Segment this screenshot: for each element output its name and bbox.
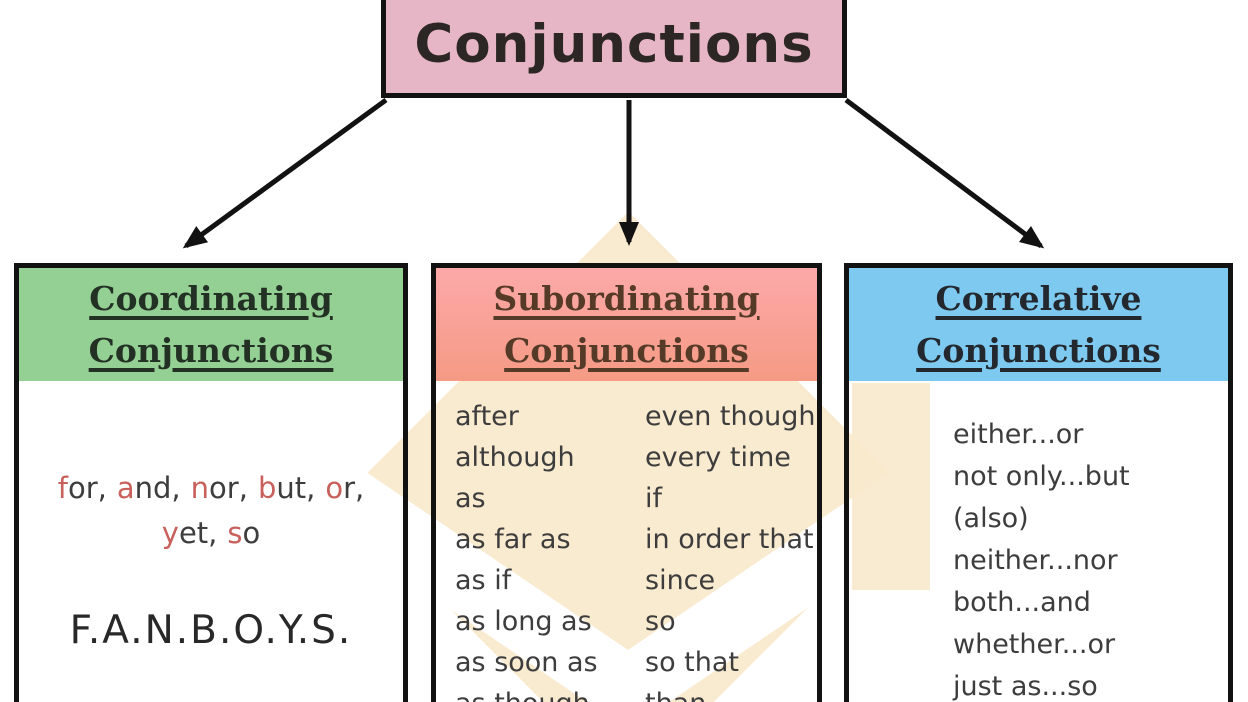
fanboys-highlight-letter: s <box>227 516 243 550</box>
subordinating-column-2: even though every time if in order that sinc… <box>645 396 817 702</box>
correlative-pair: not only...but <box>953 461 1130 492</box>
fanboys-word: but, <box>257 471 316 505</box>
correlative-pair: neither...nor <box>953 545 1118 576</box>
fanboys-acronym: F.A.N.B.O.Y.S. <box>69 608 353 653</box>
correlative-body: either...or not only...but (also) neither..… <box>849 381 1228 702</box>
correlative-title-line-2: Conjunctions <box>916 330 1161 370</box>
coordinating-conjunctions-box: Coordinating Conjunctions for,and,nor,bu… <box>14 263 408 702</box>
correlative-conjunctions-box: Correlative Conjunctions either...or not … <box>844 263 1233 702</box>
fanboys-word: or, <box>325 471 365 505</box>
subordinating-word: so that <box>645 647 739 678</box>
fanboys-highlight-letter: a <box>116 471 135 505</box>
arrow-to-correlative <box>844 97 1045 249</box>
fanboys-word: nor, <box>190 471 248 505</box>
subordinating-word: as soon as <box>455 647 598 678</box>
coordinating-header: Coordinating Conjunctions <box>19 268 403 381</box>
fanboys-highlight-letter: o <box>325 471 344 505</box>
fanboys-highlight-letter: f <box>57 471 68 505</box>
correlative-pair: just as...so <box>953 671 1098 702</box>
subordinating-word: so <box>645 606 676 637</box>
coordinating-body: for,and,nor,but,or, yet,so F.A.N.B.O.Y.S… <box>19 466 403 653</box>
correlative-pair: (also) <box>953 503 1029 534</box>
subordinating-body: after although as as far as as if as long as a… <box>436 381 817 702</box>
fanboys-word: and, <box>116 471 181 505</box>
subordinating-word: as far as <box>455 524 571 555</box>
subordinating-header: Subordinating Conjunctions <box>436 268 817 381</box>
correlative-title-line-1: Correlative <box>935 278 1142 318</box>
fanboys-word: for, <box>57 471 107 505</box>
title-box: Conjunctions <box>381 0 847 98</box>
coordinating-title-line-2: Conjunctions <box>88 330 334 370</box>
subordinating-word: as though <box>455 683 645 702</box>
watermark-bar-shape <box>852 383 930 590</box>
page-title: Conjunctions <box>414 13 814 75</box>
correlative-pair: whether...or <box>953 629 1116 660</box>
fanboys-word: yet, <box>161 516 218 550</box>
subordinating-word: if <box>645 483 663 514</box>
subordinating-title-line-1: Subordinating <box>493 278 760 318</box>
fanboys-words-line-2: yet, so <box>19 511 403 556</box>
fanboys-words-line-1: for, and, nor, but, or, <box>19 466 403 511</box>
subordinating-word-columns: after although as as far as as if as long as a… <box>436 381 817 702</box>
subordinating-word: after <box>455 401 519 432</box>
fanboys-highlight-letter: y <box>161 516 179 550</box>
subordinating-word: although <box>455 442 575 473</box>
correlative-word-list: either...or not only...but (also) neither..… <box>849 381 1228 702</box>
subordinating-word: as <box>455 483 486 514</box>
subordinating-word: as if <box>455 565 512 596</box>
correlative-header: Correlative Conjunctions <box>849 268 1228 381</box>
fanboys-highlight-letter: b <box>257 471 277 505</box>
fanboys-words: for,and,nor,but,or, yet,so <box>19 466 403 556</box>
subordinating-title-line-2: Conjunctions <box>504 330 749 370</box>
fanboys-word: so <box>227 516 261 550</box>
subordinating-word: as long as <box>455 606 592 637</box>
subordinating-word: in order that <box>645 524 814 555</box>
correlative-pair: both...and <box>953 587 1091 618</box>
subordinating-column-1: after although as as far as as if as long as a… <box>455 396 645 702</box>
subordinating-conjunctions-box: Subordinating Conjunctions after although… <box>431 263 822 702</box>
arrow-to-coordinating <box>182 97 388 249</box>
subordinating-word: than <box>645 683 817 702</box>
coordinating-title-line-1: Coordinating <box>89 278 333 318</box>
subordinating-word: since <box>645 565 716 596</box>
correlative-pair: either...or <box>953 419 1084 450</box>
subordinating-word: even though <box>645 401 816 432</box>
subordinating-word: every time <box>645 442 791 473</box>
fanboys-highlight-letter: n <box>190 471 210 505</box>
